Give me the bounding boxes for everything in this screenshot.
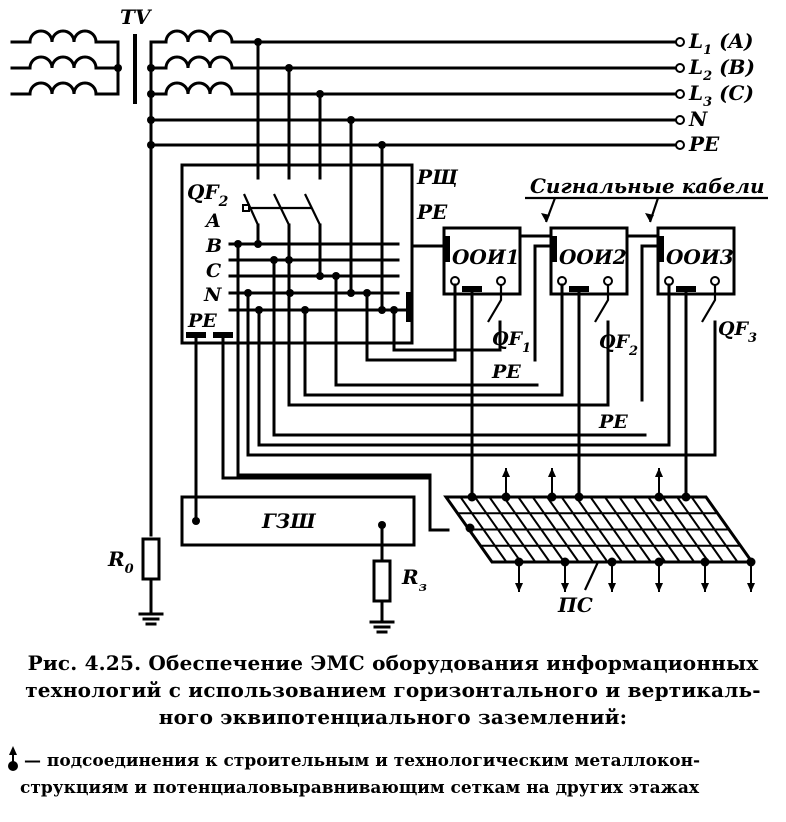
grid-col-line (632, 496, 681, 563)
transformer-primary-winding (10, 29, 122, 96)
ground-icon (369, 620, 395, 634)
grid-label: ПС (557, 593, 593, 617)
grid-label-leader (584, 561, 599, 591)
device-ooi3: ООИ3 (656, 226, 736, 296)
caption-line-3: ного эквипотенциального заземлений: (158, 705, 628, 729)
device-ooi1-label: ООИ1 (452, 245, 520, 269)
panel-breaker-label: QF2 (187, 180, 229, 210)
grid-col-line (459, 496, 508, 563)
rail-label-n: N (203, 284, 222, 306)
main-earth-bar-label: ГЗШ (261, 509, 316, 533)
connection-down-arrow-head (655, 583, 663, 592)
bus-label-l2: L2 (B) (688, 55, 755, 84)
main-earth-bar (180, 495, 416, 547)
grid-col-line (502, 496, 551, 563)
device-ooi3-label: ООИ3 (666, 245, 734, 269)
transformer-label: TV (120, 5, 153, 29)
resistor-rz-label: Rз (401, 565, 427, 595)
connection-up-arrow-head (655, 468, 663, 477)
grid-col-line (546, 496, 594, 563)
panel-rail-labels: A B C N PE (187, 210, 222, 332)
grid-col-line (517, 496, 566, 563)
connection-up-arrow-head (548, 468, 556, 477)
qf1-label: QF1 (492, 328, 531, 356)
rail-label-b: B (205, 235, 222, 257)
connection-down-arrow-head (515, 583, 523, 592)
rail-label-c: C (206, 260, 221, 282)
legend-text-line-2: струкциям и потенциаловыравнивающим сетк… (20, 778, 699, 798)
grid-device-joint (574, 492, 584, 502)
connection-down-arrow-head (561, 583, 569, 592)
grid-col-line (690, 496, 739, 563)
caption-line-2: технологий с использованием горизонтальн… (25, 678, 761, 702)
panel-pe-label: PE (416, 200, 448, 224)
bus-label-pe: PE (688, 132, 720, 156)
resistor-r0 (141, 537, 161, 614)
device-ooi1: ООИ1 (442, 226, 522, 296)
rail-label-pe: PE (187, 310, 217, 332)
bus-label-l1: L1 (A) (688, 29, 754, 58)
panel-name: РЩ (416, 165, 459, 189)
grid-device-joint (681, 492, 691, 502)
grid-col-line (618, 496, 667, 563)
grid-col-line (560, 496, 609, 563)
rail-label-a: A (204, 210, 221, 232)
return-wiring (236, 242, 717, 500)
grid-col-line (531, 496, 580, 563)
equipotential-grid (443, 468, 756, 592)
qf2-device-label: QF2 (599, 331, 638, 359)
grid-col-line (647, 496, 696, 563)
grid-device-joint (467, 492, 477, 502)
resistor-rz (372, 523, 392, 622)
caption-line-1: Рис. 4.25. Обеспечение ЭМС оборудования … (27, 651, 759, 675)
grid-panel-joint (465, 523, 475, 533)
grid-col-line (474, 496, 522, 563)
connection-arrow-icon (8, 746, 18, 771)
ground-icon (138, 612, 164, 626)
pe-wire-label-1: PE (491, 361, 521, 383)
signal-cables-label: Сигнальные кабели (530, 174, 765, 198)
device-ooi2-label: ООИ2 (559, 245, 627, 269)
bus-labels: L1 (A) L2 (B) L3 (C) N PE (688, 29, 755, 156)
grid-col-line (488, 496, 537, 563)
grid-col-line (589, 496, 638, 563)
emc-grounding-schematic: TV L1 (A) L2 (B) L3 (C) N PE (10, 5, 768, 634)
legend-line-1: — подсоединения к строительным и техноло… (6, 746, 776, 775)
grid-col-line (676, 496, 724, 563)
figure-caption: Рис. 4.25. Обеспечение ЭМС оборудования … (0, 650, 786, 731)
transformer-secondary-winding (147, 29, 244, 537)
grid-col-line (604, 496, 652, 563)
resistor-r0-label: R0 (107, 547, 134, 577)
busbars (149, 37, 685, 150)
grid-col-line (575, 496, 623, 563)
bus-label-n: N (688, 107, 708, 131)
legend-text-line-1: — подсоединения к строительным и техноло… (24, 751, 701, 771)
breaker-qf2-icon (242, 193, 322, 278)
connection-up-arrow-head (502, 468, 510, 477)
bus-label-l3: L3 (C) (688, 81, 754, 110)
connection-down-arrow-head (701, 583, 709, 592)
qf3-label: QF3 (718, 318, 757, 346)
pe-wire-label-2: PE (598, 411, 628, 433)
grid-col-line (661, 496, 710, 563)
device-ooi2: ООИ2 (549, 226, 629, 296)
device-breakers: QF1 QF2 QF3 (487, 285, 757, 359)
signal-cables (410, 196, 768, 402)
legend-line-2: струкциям и потенциаловыравнивающим сетк… (6, 775, 776, 802)
legend-note: — подсоединения к строительным и техноло… (6, 746, 776, 802)
connection-down-arrow-head (608, 583, 616, 592)
connection-down-arrow-head (747, 583, 755, 592)
